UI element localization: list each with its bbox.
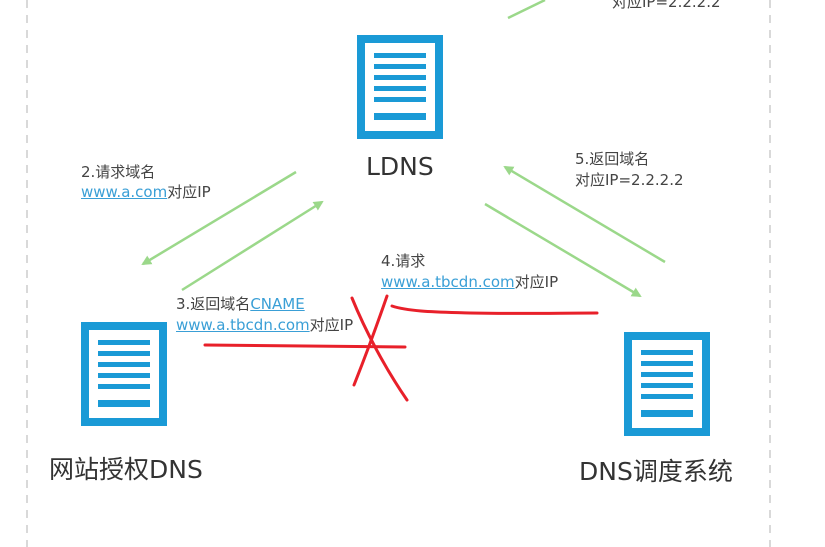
arrow-step2-request [141,170,297,266]
step4-title: 4.请求 [381,252,426,270]
step2-suffix: 对应IP [167,183,211,201]
step2-line: www.a.com对应IP [81,182,211,202]
top-ip-fragment: 对应IP=2.2.2.2 [612,0,721,11]
scheduler-server-icon [624,332,710,436]
step4-suffix: 对应IP [514,273,559,291]
arrow-step5-return [503,165,666,264]
red-cross-stroke-2 [352,294,389,387]
ldns-server-icon [357,35,443,139]
step5-value: 对应IP=2.2.2.2 [575,171,684,189]
step3-domain-link[interactable]: www.a.tbcdn.com [176,316,310,334]
arrow-step3-return [181,200,324,292]
auth-dns-server-icon [81,322,167,426]
step3-suffix: 对应IP [309,316,354,334]
red-cross-stroke-1 [350,296,409,402]
step3-line1: 3.返回域名CNAME [176,294,305,314]
auth-dns-label: 网站授权DNS [49,455,203,484]
step3-title: 3.返回域名 [176,295,251,313]
top-partial-arrow [507,0,546,20]
ldns-label: LDNS [366,152,434,181]
arrow-step4-request [484,202,642,298]
step5-title: 5.返回域名 [575,150,650,168]
step3-line2: www.a.tbcdn.com对应IP [176,315,353,335]
red-underline-right [390,304,599,315]
step2-title: 2.请求域名 [81,163,156,181]
step4-line: www.a.tbcdn.com对应IP [381,272,558,292]
scheduler-label: DNS调度系统 [579,457,733,486]
step3-cname-link[interactable]: CNAME [250,295,305,313]
step4-domain-link[interactable]: www.a.tbcdn.com [381,273,515,291]
step2-domain-link[interactable]: www.a.com [81,183,168,201]
